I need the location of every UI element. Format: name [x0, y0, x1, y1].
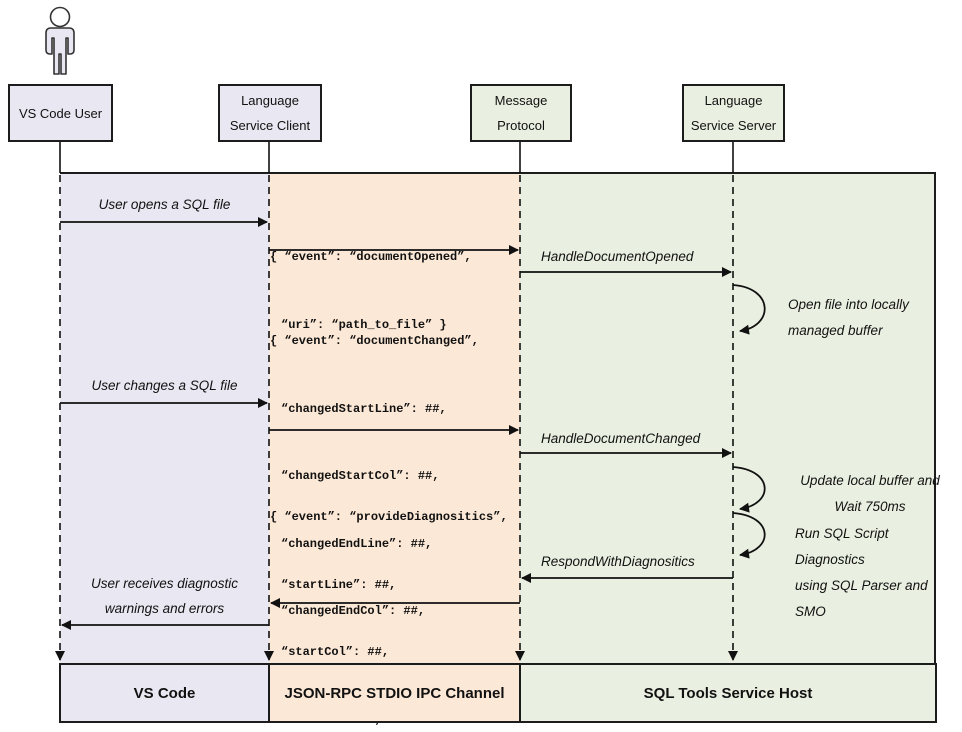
lifeline-stubs — [59, 142, 734, 173]
actor-vscode-user: VS Code User — [8, 84, 113, 142]
person-icon — [45, 6, 75, 75]
footer-vscode: VS Code — [61, 665, 270, 721]
actor-label: VS Code User — [18, 105, 103, 121]
payload-document-opened: { “event”: “documentOpened”, “uri”: “pat… — [270, 250, 472, 332]
annotation-open-file: Open file into locally managed buffer — [788, 297, 909, 338]
actor-label-line2: Service Server — [690, 118, 777, 133]
actor-label-line1: Language — [241, 93, 299, 108]
footer-ipc-channel: JSON-RPC STDIO IPC Channel — [270, 665, 521, 721]
annotation-update-buffer: Update local buffer and Wait 750ms — [800, 473, 940, 514]
actor-language-service-server: Language Service Server — [682, 84, 785, 142]
actor-message-protocol: Message Protocol — [470, 84, 572, 142]
label-user-changes-sql-file: User changes a SQL file — [91, 378, 238, 393]
footer-service-host: SQL Tools Service Host — [521, 665, 935, 721]
payload-provide-diagnostics: { “event”: “provideDiagnositics”, “start… — [270, 510, 508, 727]
lane-service-host — [520, 174, 934, 663]
lane-ipc-channel — [269, 174, 520, 663]
footer-components: VS Code JSON-RPC STDIO IPC Channel SQL T… — [59, 663, 937, 723]
actor-label-line2: Service Client — [229, 118, 311, 133]
label-respond-with-diagnostics: RespondWithDiagnositics — [541, 554, 695, 569]
label-user-receives-diagnostics: User receives diagnostic warnings and er… — [90, 576, 239, 616]
annotation-run-diagnostics: Run SQL Script Diagnostics using SQL Par… — [795, 526, 928, 619]
lane-vscode — [60, 174, 269, 663]
actor-label-line1: Language — [704, 93, 763, 108]
label-handle-document-opened: HandleDocumentOpened — [541, 249, 694, 264]
label-handle-document-changed: HandleDocumentChanged — [541, 431, 701, 446]
actor-label-line2: Protocol — [497, 118, 545, 133]
actor-language-service-client: Language Service Client — [218, 84, 322, 142]
actor-label-line1: Message — [494, 93, 548, 108]
swim-lanes — [60, 172, 936, 663]
label-user-opens-sql-file: User opens a SQL file — [98, 197, 231, 212]
payload-document-changed: { “event”: “documentChanged”, “changedSt… — [270, 334, 497, 686]
